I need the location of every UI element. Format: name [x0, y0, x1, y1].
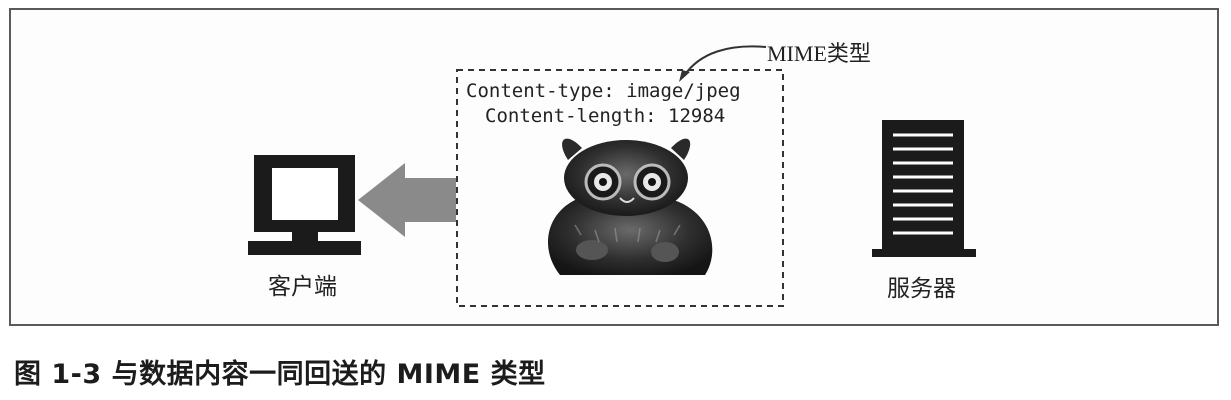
- content-length-header: Content-length: 12984: [485, 105, 726, 127]
- server-label: 服务器: [887, 276, 956, 302]
- figure-caption: 图 1-3 与数据内容一同回送的 MIME 类型: [14, 359, 546, 390]
- client-label: 客户端: [268, 274, 337, 300]
- mime-type-label: MIME类型: [767, 41, 871, 66]
- content-type-header: Content-type: image/jpeg: [466, 80, 741, 102]
